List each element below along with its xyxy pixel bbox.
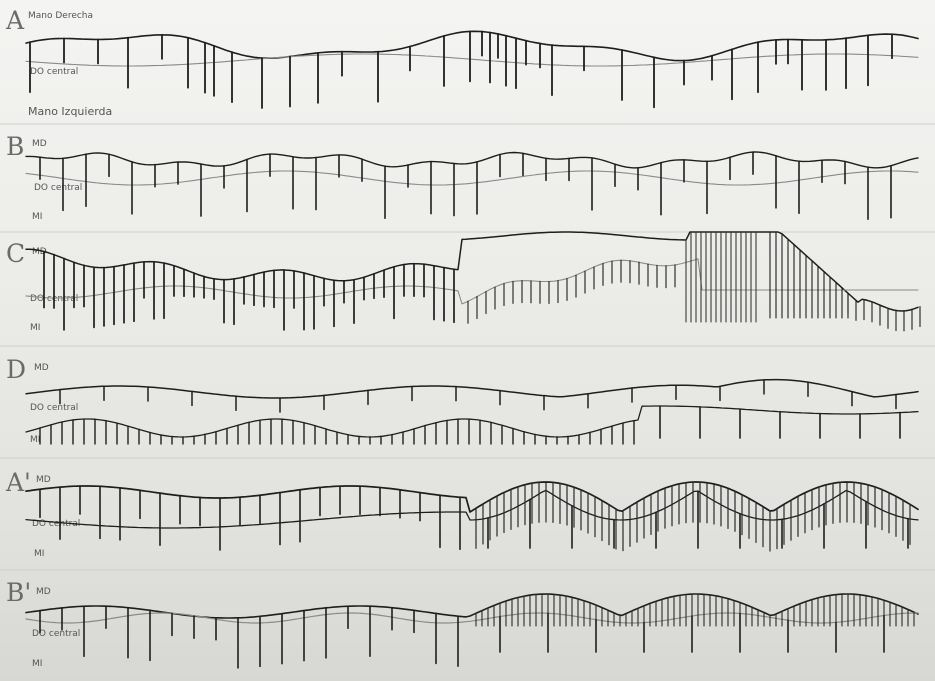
label-mano-izquierda: Mano Izquierda	[28, 105, 113, 118]
label-do-central-b: DO central	[34, 183, 83, 193]
label-md-c: MD	[32, 247, 47, 257]
wave-a-prime-upper	[25, 481, 919, 513]
label-mi-a-prime: MI	[34, 549, 45, 559]
wave-b-upper	[25, 151, 919, 169]
label-mi-d: MI	[30, 435, 41, 445]
section-letter-c: C	[6, 239, 26, 268]
wave-a-upper	[25, 30, 919, 62]
section-letter-a: A	[6, 6, 25, 35]
wave-b-prime-upper	[25, 593, 919, 619]
label-mi-c: MI	[30, 323, 41, 333]
wave-b-prime-lower	[25, 612, 919, 624]
section-letter-d: D	[6, 355, 27, 384]
section-letter-b: B	[6, 132, 25, 161]
section-letter-b-prime: B'	[6, 578, 32, 607]
label-do-central-a-prime: DO central	[32, 519, 81, 529]
label-md-b: MD	[32, 139, 47, 149]
label-do-central-a: DO central	[30, 67, 79, 77]
label-mi-b: MI	[32, 212, 43, 222]
wave-a-prime-lower	[25, 489, 919, 529]
label-md-a-prime: MD	[36, 475, 51, 485]
wave-d-lower	[25, 405, 919, 438]
wave-b-lower	[25, 170, 919, 186]
label-mano-derecha: Mano Derecha	[28, 11, 94, 21]
wave-c-lower	[25, 258, 919, 305]
label-do-central-d: DO central	[30, 403, 79, 413]
label-mi-b-prime: MI	[32, 659, 43, 669]
label-md-b-prime: MD	[36, 587, 51, 597]
wave-a-lower	[25, 53, 919, 67]
label-do-central-b-prime: DO central	[32, 629, 81, 639]
wave-d-upper	[25, 378, 919, 399]
label-md-d: MD	[34, 363, 49, 373]
